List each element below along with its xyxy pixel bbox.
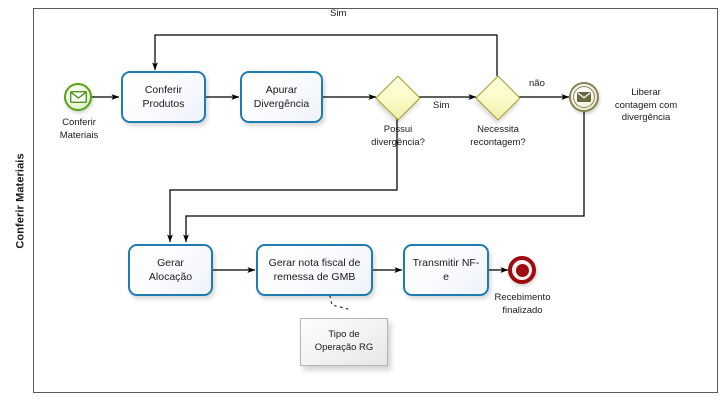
end-event-caption: Recebimento finalizado <box>494 292 551 316</box>
data-object-label: Tipo de Operação RG <box>314 329 374 353</box>
task-transmitir-nfe[interactable]: Transmitir NF-e <box>403 244 489 296</box>
task-conferir-produtos[interactable]: Conferir Produtos <box>121 71 206 123</box>
task-gerar-nota-fiscal-label: Gerar nota fiscal de remessa de GMB <box>268 256 361 283</box>
gateway-diamond-icon <box>475 75 521 121</box>
terminate-end-event[interactable] <box>508 256 536 284</box>
gateway-necessita-recontagem[interactable] <box>475 75 521 121</box>
event-inner-ring <box>573 86 595 108</box>
task-apurar-divergencia-label: Apurar Divergência <box>253 83 310 110</box>
pool-label-text: Conferir Materiais <box>15 152 28 249</box>
pool-header <box>8 8 34 393</box>
envelope-filled-icon <box>577 92 591 102</box>
gateway-possui-divergencia-caption: Possui divergência? <box>371 124 425 148</box>
task-apurar-divergencia[interactable]: Apurar Divergência <box>240 71 323 123</box>
intermediate-event-caption: Liberar contagem com divergência <box>614 87 678 124</box>
gateway-necessita-recontagem-caption: Necessita recontagem? <box>470 124 526 148</box>
task-gerar-alocacao[interactable]: Gerar Alocação <box>128 244 213 296</box>
start-event-caption: Conferir Materiais <box>59 117 99 141</box>
message-start-event[interactable] <box>64 83 92 111</box>
flow-label-loop-sim: Sim <box>330 8 347 19</box>
pool-label: Conferir Materiais <box>8 8 34 393</box>
task-gerar-alocacao-label: Gerar Alocação <box>148 256 193 283</box>
intermediate-message-throw-event[interactable] <box>569 82 599 112</box>
task-conferir-produtos-label: Conferir Produtos <box>142 83 185 110</box>
gateway-possui-divergencia[interactable] <box>375 75 421 121</box>
flow-label-necessita-recontagem-nao: não <box>529 78 545 89</box>
gateway-diamond-icon <box>375 75 421 121</box>
end-event-dot-icon <box>515 263 529 277</box>
envelope-icon <box>69 91 87 103</box>
flow-label-possui-divergencia-sim: Sim <box>433 100 450 111</box>
task-gerar-nota-fiscal[interactable]: Gerar nota fiscal de remessa de GMB <box>256 244 373 296</box>
data-object-tipo-operacao-rg[interactable]: Tipo de Operação RG <box>300 318 388 366</box>
task-transmitir-nfe-label: Transmitir NF-e <box>412 256 480 283</box>
